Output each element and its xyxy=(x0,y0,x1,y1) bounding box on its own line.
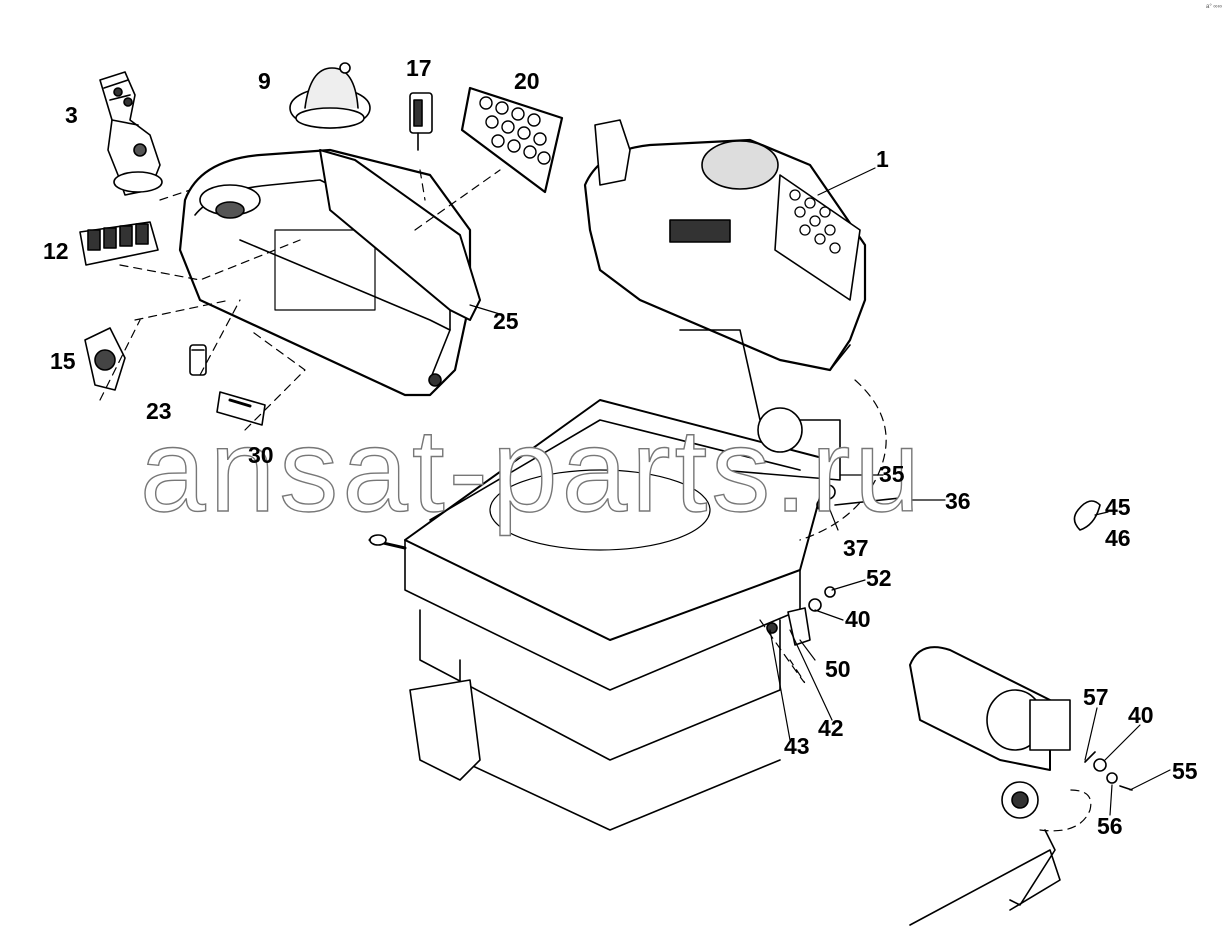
button-strip-part xyxy=(79,221,159,266)
callout-1: 1 xyxy=(876,146,889,172)
cable-tie-part xyxy=(1073,500,1101,531)
callout-20: 20 xyxy=(514,68,540,94)
label-plate-part xyxy=(216,391,266,426)
callout-40: 40 xyxy=(845,606,871,632)
corner-code: a° ∞∞ xyxy=(1206,4,1222,10)
callout-57: 57 xyxy=(1083,684,1109,710)
callout-35: 35 xyxy=(879,461,905,487)
callout-9: 9 xyxy=(258,68,271,94)
bracket-part xyxy=(766,586,836,646)
callout-46: 46 xyxy=(1105,525,1131,551)
connector-part xyxy=(189,344,207,376)
callout-12: 12 xyxy=(43,238,69,264)
knob-part xyxy=(84,327,126,391)
callout-55: 55 xyxy=(1172,758,1198,784)
callout-52: 52 xyxy=(866,565,892,591)
callout-37: 37 xyxy=(843,535,869,561)
assembled-console-part xyxy=(583,119,867,372)
console-cover-part xyxy=(319,149,481,321)
joystick-boot-part xyxy=(289,62,371,129)
watermark-text: ansat-parts.ru xyxy=(139,405,924,537)
callout-23: 23 xyxy=(146,398,172,424)
joystick-part xyxy=(99,71,163,196)
dashed-wiring xyxy=(99,169,1092,832)
callout-30: 30 xyxy=(248,442,274,468)
callout-17: 17 xyxy=(406,55,432,81)
fastener-parts xyxy=(816,484,901,511)
keypad-part xyxy=(460,86,564,194)
seat-base-part xyxy=(368,329,841,831)
callout-3: 3 xyxy=(65,102,78,128)
callout-25: 25 xyxy=(493,308,519,334)
callout-56: 56 xyxy=(1097,813,1123,839)
callout-43: 43 xyxy=(784,733,810,759)
callout-15: 15 xyxy=(50,348,76,374)
callout-42: 42 xyxy=(818,715,844,741)
switch-part xyxy=(409,92,433,151)
compressor-part xyxy=(909,646,1133,926)
callout-40-second: 40 xyxy=(1128,702,1154,728)
callout-45: 45 xyxy=(1105,494,1131,520)
callout-50: 50 xyxy=(825,656,851,682)
callout-36: 36 xyxy=(945,488,971,514)
leader-lines xyxy=(469,167,1171,816)
